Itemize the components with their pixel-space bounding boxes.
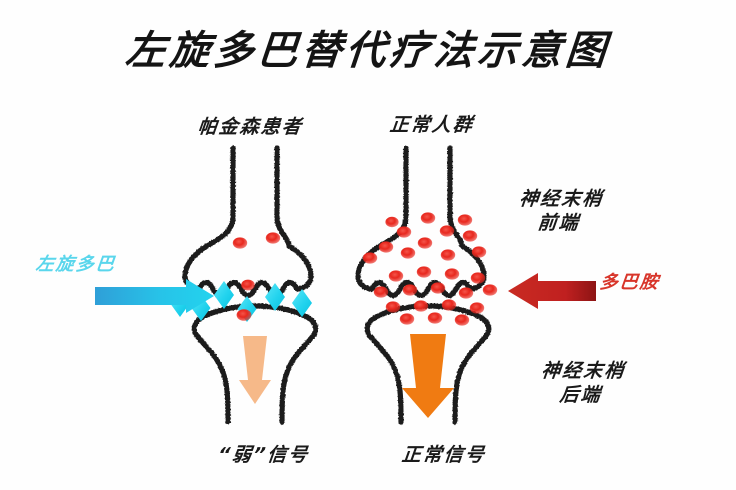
levodopa-annotation: 左旋多巴	[34, 254, 117, 275]
right-cleft-dopamine	[373, 266, 498, 326]
presynaptic-annotation: 神经末梢 前端	[516, 188, 605, 236]
right-panel-heading: 正常人群	[388, 114, 476, 136]
left-signal-label: “弱”信号	[216, 444, 311, 466]
dopamine-arrow-icon	[508, 273, 596, 309]
right-signal-label: 正常信号	[400, 444, 488, 466]
right-terminal-vesicles	[362, 212, 487, 264]
normal-signal-arrow	[402, 334, 454, 418]
dopamine-annotation: 多巴胺	[598, 272, 661, 293]
left-panel-heading: 帕金森患者	[196, 116, 305, 138]
postsynaptic-annotation-line2: 后端	[558, 383, 604, 406]
postsynaptic-annotation: 神经末梢 后端	[538, 360, 627, 408]
left-terminal-vesicles	[232, 232, 281, 249]
presynaptic-annotation-line2: 前端	[536, 211, 582, 234]
left-presynaptic-terminal	[185, 148, 311, 296]
left-cleft-dopamine	[236, 279, 255, 321]
right-synapse-group	[358, 148, 498, 422]
weak-signal-arrow	[239, 336, 271, 404]
levodopa-arrow-icon	[95, 279, 214, 313]
postsynaptic-annotation-line1: 神经末梢	[540, 360, 627, 382]
page-title: 左旋多巴替代疗法示意图	[123, 28, 612, 74]
presynaptic-annotation-line1: 神经末梢	[518, 188, 605, 210]
